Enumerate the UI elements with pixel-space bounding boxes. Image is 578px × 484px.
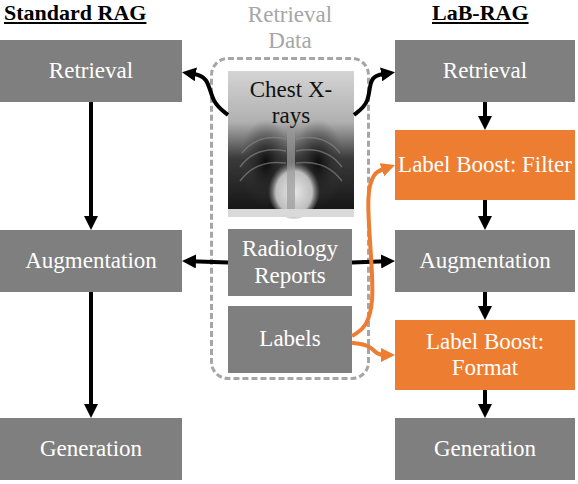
flow-arrow — [483, 292, 487, 311]
flow-arrow — [483, 102, 487, 121]
node-label: Retrieval — [443, 58, 527, 84]
flow-arrow — [191, 261, 228, 262]
node-label: Radiology Reports — [228, 236, 352, 289]
node-label: Generation — [434, 436, 536, 462]
group-heading: Retrieval Data — [235, 2, 345, 55]
flow-arrow — [191, 74, 228, 115]
node-label: Retrieval — [49, 58, 133, 84]
node-label: Augmentation — [25, 248, 157, 274]
flow-arrow — [352, 261, 386, 262]
data-box: Labels — [228, 306, 352, 373]
node-label: Augmentation — [419, 248, 551, 274]
process-box: Augmentation — [395, 230, 575, 292]
node-label: Label Boost: Filter — [398, 152, 572, 178]
process-box: Generation — [0, 418, 182, 480]
flow-arrow — [483, 200, 487, 221]
column-heading: Standard RAG — [4, 0, 146, 26]
process-box: Generation — [395, 418, 575, 480]
process-box: Retrieval — [0, 40, 182, 102]
chest-xray-image — [228, 71, 354, 219]
flow-arrow — [354, 74, 386, 115]
boost-box: Label Boost: Format — [395, 320, 575, 390]
process-box: Augmentation — [0, 230, 182, 292]
flow-arrow — [89, 102, 93, 221]
process-box: Retrieval — [395, 40, 575, 102]
node-label: Generation — [40, 436, 142, 462]
label-flow-arrow — [352, 343, 386, 355]
flow-arrow — [483, 390, 487, 409]
boost-box: Label Boost: Filter — [395, 130, 575, 200]
node-label: Labels — [259, 326, 320, 352]
image-node: Chest X-rays — [228, 71, 354, 217]
label-flow-arrow — [352, 168, 387, 336]
data-group: Retrieval DataChest X-raysRadiology Repo… — [210, 57, 370, 380]
node-label: Label Boost: Format — [395, 329, 575, 382]
node-label: Chest X-rays — [238, 77, 344, 130]
flow-arrow — [89, 292, 93, 409]
data-box: Radiology Reports — [228, 229, 352, 296]
column-heading: LaB-RAG — [432, 0, 529, 26]
